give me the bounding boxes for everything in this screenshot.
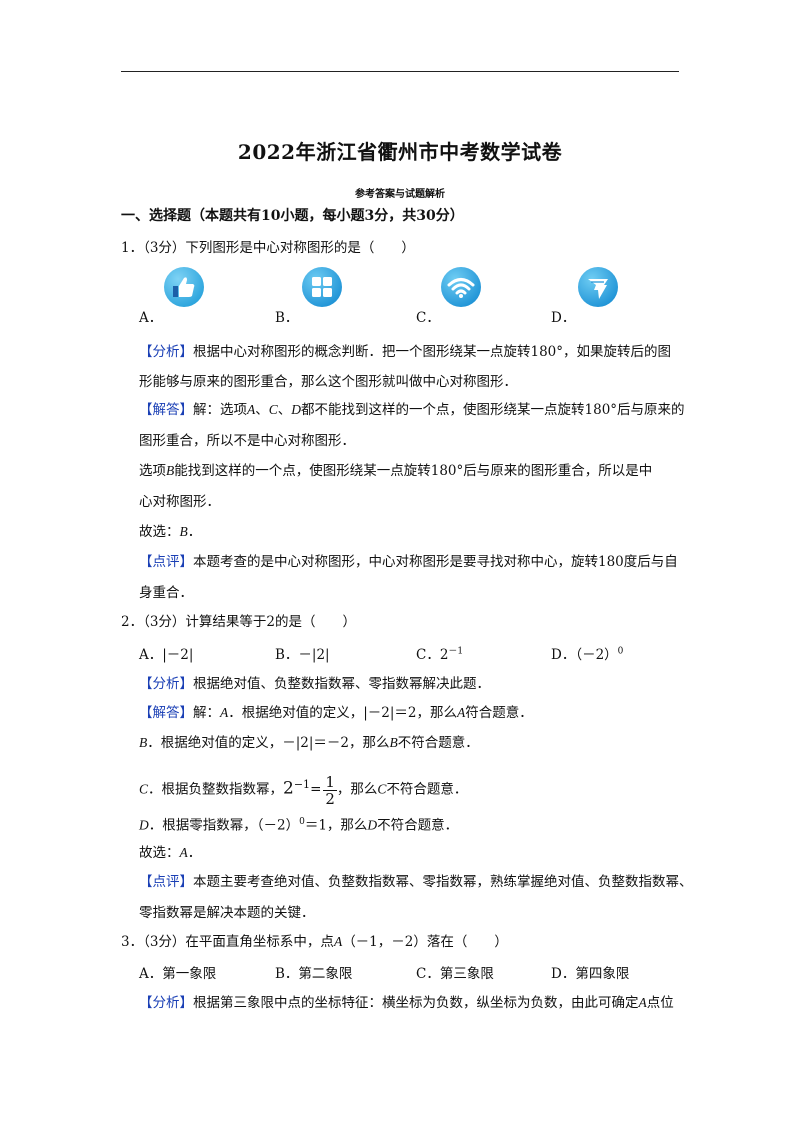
q3-option-b: B．第二象限: [275, 966, 353, 982]
q2-answer-d: D．根据零指数幂，（－2）0＝1，那么D不符合题意．: [139, 817, 459, 834]
q1-option-a-label: A．: [139, 310, 163, 326]
section-heading: 一、选择题（本题共有10小题，每小题3分，共30分）: [121, 208, 464, 224]
q2-option-c: C．2－1: [416, 646, 464, 664]
q1-stem: 1．（3分）下列图形是中心对称图形的是（ ）: [121, 240, 415, 256]
q1-answer-line3: 选项B能找到这样的一个点，使图形绕某一点旋转180°后与原来的图形重合，所以是中: [139, 463, 653, 479]
q1-answer-line4: 心对称图形．: [139, 494, 220, 510]
q1-comment: 【点评】本题考查的是中心对称图形，中心对称图形是要寻找对称中心，旋转180度后与…: [139, 554, 678, 570]
q2-option-d: D．（－2）0: [551, 646, 624, 664]
q2-answer-b: B．根据绝对值的定义，－|2|＝－2，那么B不符合题意．: [139, 735, 479, 751]
header-rule: [121, 71, 679, 72]
q1-choice: 故选：B．: [139, 524, 202, 540]
q1-option-d-label: D．: [551, 310, 576, 326]
q1-answer: 【解答】解：选项A、C、D都不能找到这样的一个点，使图形绕某一点旋转180°后与…: [139, 402, 685, 418]
q2-comment-cont: 零指数幂是解决本题的关键．: [139, 905, 315, 921]
q2-choice: 故选：A．: [139, 845, 202, 861]
q3-option-a: A．第一象限: [139, 966, 217, 982]
q1-option-b-label: B．: [275, 310, 299, 326]
page-subtitle: 参考答案与试题解析: [355, 189, 445, 200]
grid-window-icon: [302, 267, 342, 307]
wifi-icon: [441, 267, 481, 307]
q1-answer-line2: 图形重合，所以不是中心对称图形．: [139, 433, 355, 449]
q3-analysis: 【分析】根据第三象限中点的坐标特征：横坐标为负数，纵坐标为负数，由此可确定A点位: [139, 995, 674, 1011]
bird-icon: [578, 267, 618, 307]
q2-analysis: 【分析】根据绝对值、负整数指数幂、零指数幂解决此题．: [139, 676, 490, 692]
q2-option-b: B．－|2|: [275, 647, 330, 663]
q3-stem: 3．（3分）在平面直角坐标系中，点A（－1，－2）落在（ ）: [121, 934, 508, 950]
q3-option-d: D．第四象限: [551, 966, 630, 982]
thumbs-up-icon: [164, 267, 204, 307]
page-title: 2022年浙江省衢州市中考数学试卷: [237, 140, 563, 164]
q2-answer: 【解答】解：A．根据绝对值的定义，|－2|＝2，那么A符合题意．: [139, 705, 533, 721]
q1-comment-cont: 身重合．: [139, 585, 193, 601]
q3-option-c: C．第三象限: [416, 966, 494, 982]
q2-option-a: A．|－2|: [139, 647, 194, 663]
q2-stem: 2．（3分）计算结果等于2的是（ ）: [121, 614, 357, 630]
q1-analysis: 【分析】根据中心对称图形的概念判断．把一个图形绕某一点旋转180°，如果旋转后的…: [139, 344, 672, 360]
q1-option-c-label: C．: [416, 310, 440, 326]
q1-analysis-cont: 形能够与原来的图形重合，那么这个图形就叫做中心对称图形．: [139, 374, 517, 390]
q2-comment: 【点评】本题主要考查绝对值、负整数指数幂、零指数幂，熟练掌握绝对值、负整数指数幂…: [139, 874, 693, 890]
